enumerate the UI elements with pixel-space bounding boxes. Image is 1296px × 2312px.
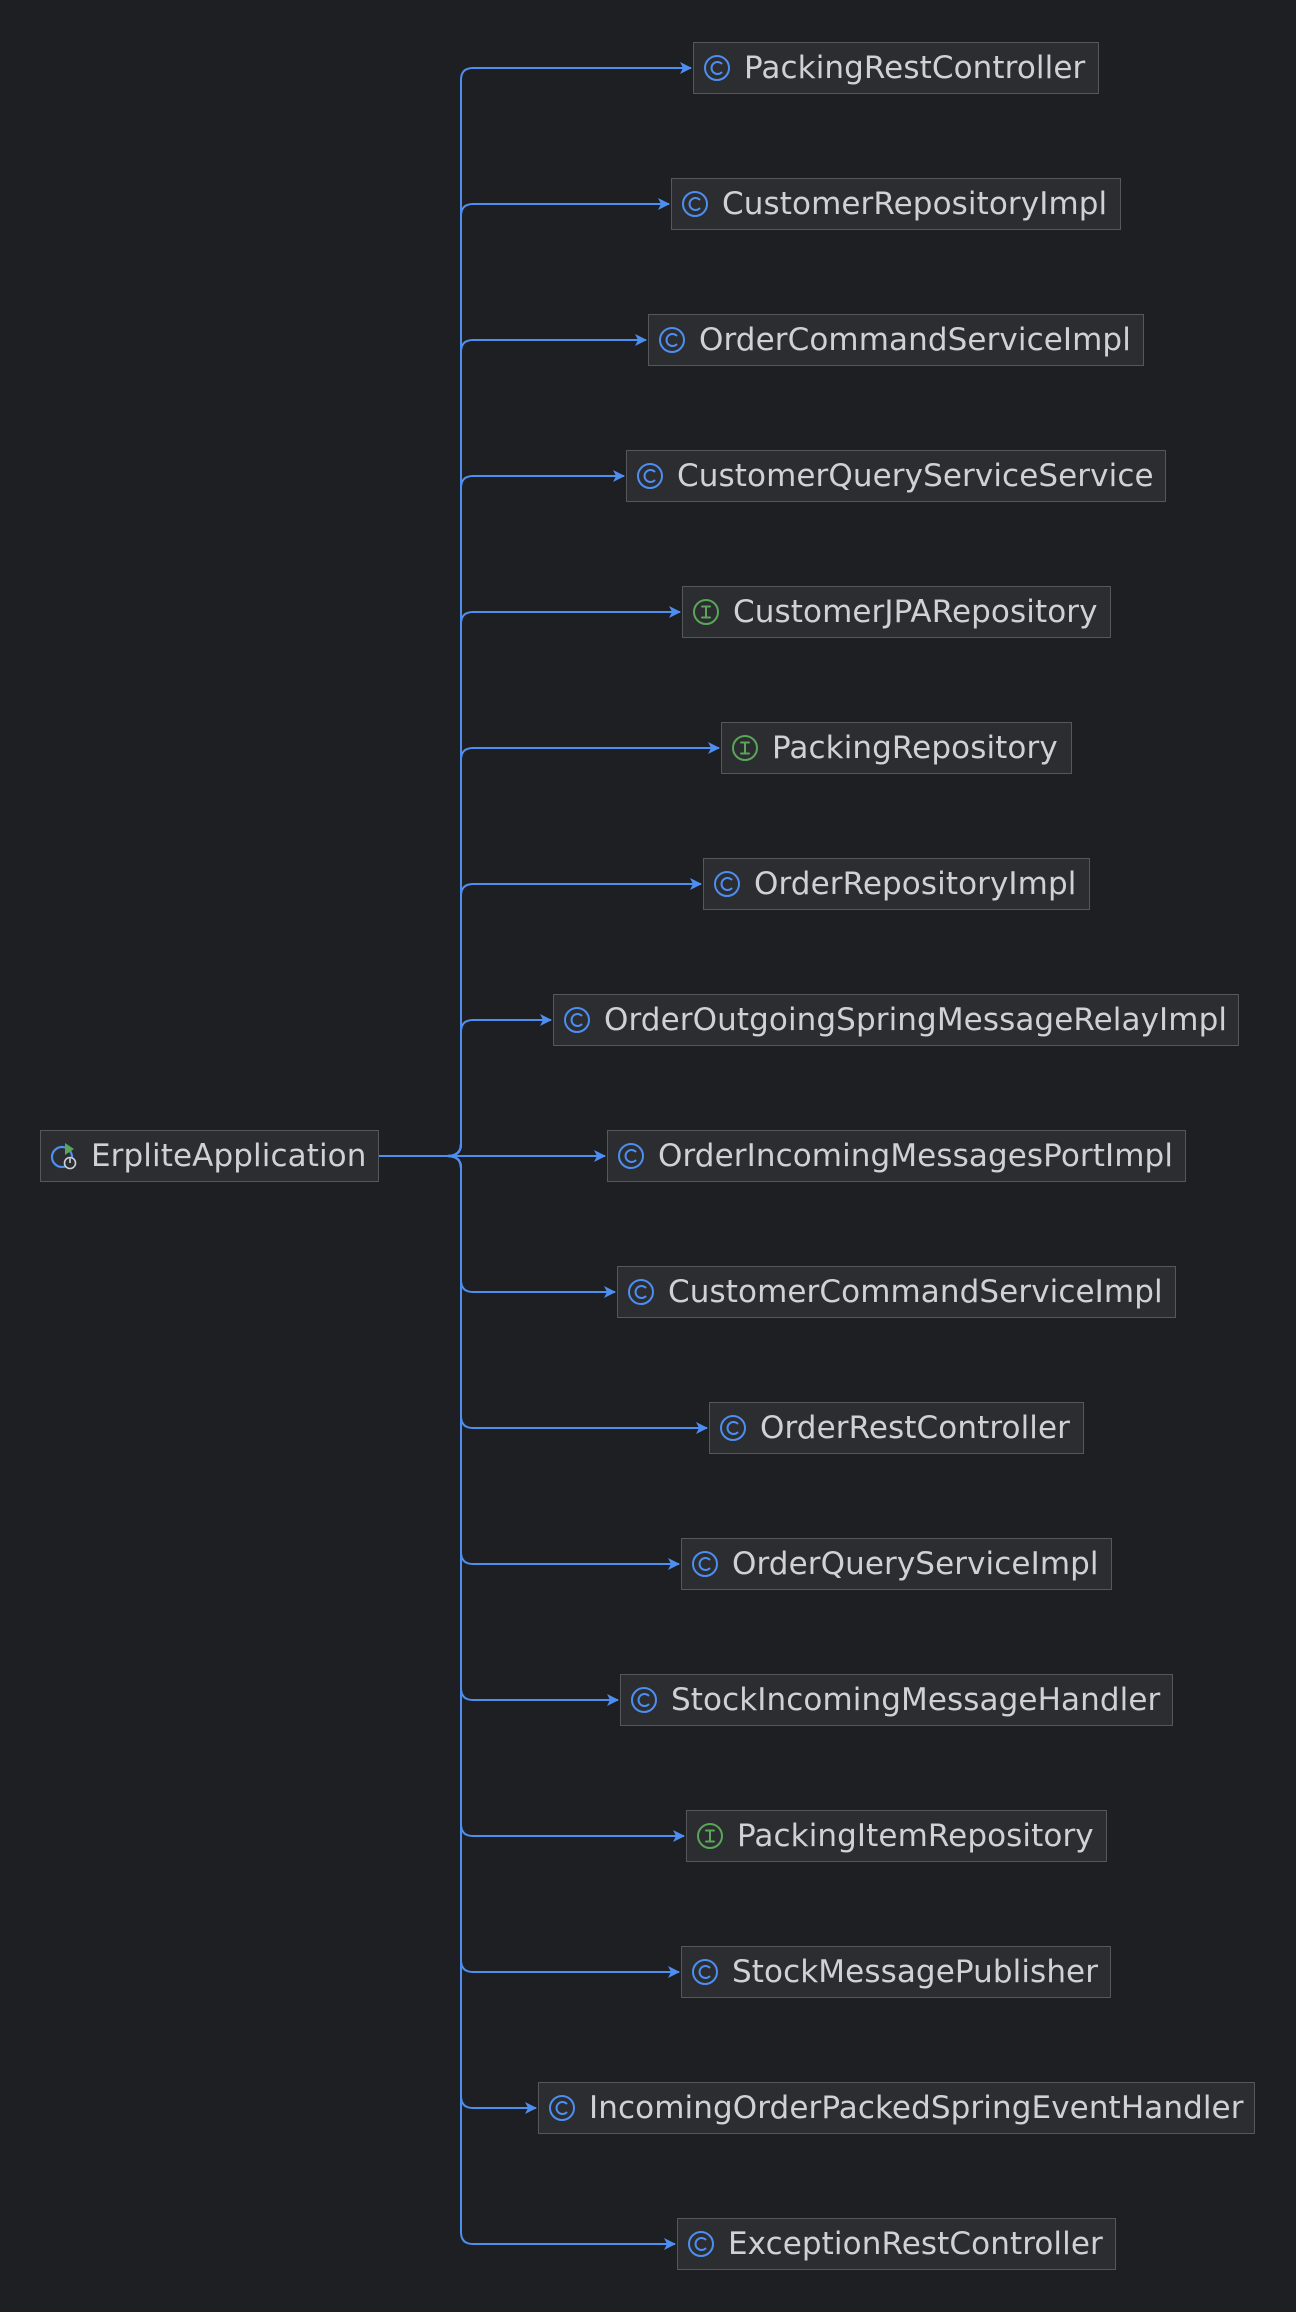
node-order-incoming-messages-port-impl[interactable]: OrderIncomingMessagesPortImpl	[607, 1130, 1186, 1182]
class-icon	[618, 1143, 644, 1169]
dependency-edge-customer-query-service-service	[379, 470, 625, 1157]
dependency-edge-packing-item-repository	[379, 1155, 685, 1842]
class-icon	[549, 2095, 575, 2121]
node-order-rest-controller[interactable]: OrderRestController	[709, 1402, 1084, 1454]
class-icon	[692, 1551, 718, 1577]
node-packing-repository[interactable]: PackingRepository	[721, 722, 1072, 774]
interface-icon	[697, 1823, 723, 1849]
node-label: PackingRestController	[744, 50, 1086, 86]
node-label: CustomerCommandServiceImpl	[668, 1274, 1163, 1310]
class-icon	[631, 1687, 657, 1713]
spring-boot-application-icon	[50, 1143, 77, 1170]
node-stock-message-publisher[interactable]: StockMessagePublisher	[681, 1946, 1111, 1998]
node-order-query-service-impl[interactable]: OrderQueryServiceImpl	[681, 1538, 1112, 1590]
node-incoming-order-packed-spring-event-handler[interactable]: IncomingOrderPackedSpringEventHandler	[538, 2082, 1255, 2134]
class-icon	[714, 871, 740, 897]
node-label: CustomerRepositoryImpl	[722, 186, 1108, 222]
node-label: IncomingOrderPackedSpringEventHandler	[589, 2090, 1244, 2126]
dependency-edge-packing-repository	[379, 742, 720, 1157]
class-icon	[688, 2231, 714, 2257]
node-customer-jpa-repository[interactable]: CustomerJPARepository	[682, 586, 1111, 638]
interface-icon	[732, 735, 758, 761]
node-label: OrderOutgoingSpringMessageRelayImpl	[604, 1002, 1228, 1038]
node-packing-item-repository[interactable]: PackingItemRepository	[686, 1810, 1107, 1862]
node-stock-incoming-message-handler[interactable]: StockIncomingMessageHandler	[620, 1674, 1173, 1726]
node-label: CustomerQueryServiceService	[677, 458, 1154, 494]
node-label: OrderRepositoryImpl	[754, 866, 1077, 902]
node-order-repository-impl[interactable]: OrderRepositoryImpl	[703, 858, 1090, 910]
node-exception-rest-controller[interactable]: ExceptionRestController	[677, 2218, 1116, 2270]
class-icon	[692, 1959, 718, 1985]
node-label: OrderQueryServiceImpl	[732, 1546, 1099, 1582]
class-icon	[637, 463, 663, 489]
dependency-edge-order-outgoing-spring-message-relay-impl	[379, 1014, 552, 1157]
interface-icon	[693, 599, 719, 625]
node-label: StockIncomingMessageHandler	[671, 1682, 1161, 1718]
class-icon	[682, 191, 708, 217]
class-icon	[659, 327, 685, 353]
node-label: ErpliteApplication	[91, 1138, 367, 1174]
node-label: CustomerJPARepository	[733, 594, 1098, 630]
node-label: PackingItemRepository	[737, 1818, 1094, 1854]
node-label: OrderIncomingMessagesPortImpl	[658, 1138, 1174, 1174]
node-customer-repository-impl[interactable]: CustomerRepositoryImpl	[671, 178, 1121, 230]
node-packing-rest-controller[interactable]: PackingRestController	[693, 42, 1099, 94]
node-label: ExceptionRestController	[728, 2226, 1103, 2262]
class-icon	[720, 1415, 746, 1441]
node-customer-query-service-service[interactable]: CustomerQueryServiceService	[626, 450, 1166, 502]
node-erplite-application[interactable]: ErpliteApplication	[40, 1130, 379, 1182]
node-label: PackingRepository	[772, 730, 1058, 766]
dependency-edge-customer-command-service-impl	[379, 1155, 616, 1298]
node-label: StockMessagePublisher	[732, 1954, 1099, 1990]
dependency-edge-exception-rest-controller	[379, 1155, 676, 2250]
class-icon	[704, 55, 730, 81]
node-label: OrderCommandServiceImpl	[699, 322, 1131, 358]
dependency-edge-order-query-service-impl	[379, 1155, 680, 1570]
node-order-command-service-impl[interactable]: OrderCommandServiceImpl	[648, 314, 1144, 366]
class-icon	[564, 1007, 590, 1033]
node-customer-command-service-impl[interactable]: CustomerCommandServiceImpl	[617, 1266, 1176, 1318]
node-label: OrderRestController	[760, 1410, 1071, 1446]
node-order-outgoing-spring-message-relay-impl[interactable]: OrderOutgoingSpringMessageRelayImpl	[553, 994, 1239, 1046]
class-icon	[628, 1279, 654, 1305]
dependency-edge-incoming-order-packed-spring-event-handler	[379, 1155, 537, 2114]
